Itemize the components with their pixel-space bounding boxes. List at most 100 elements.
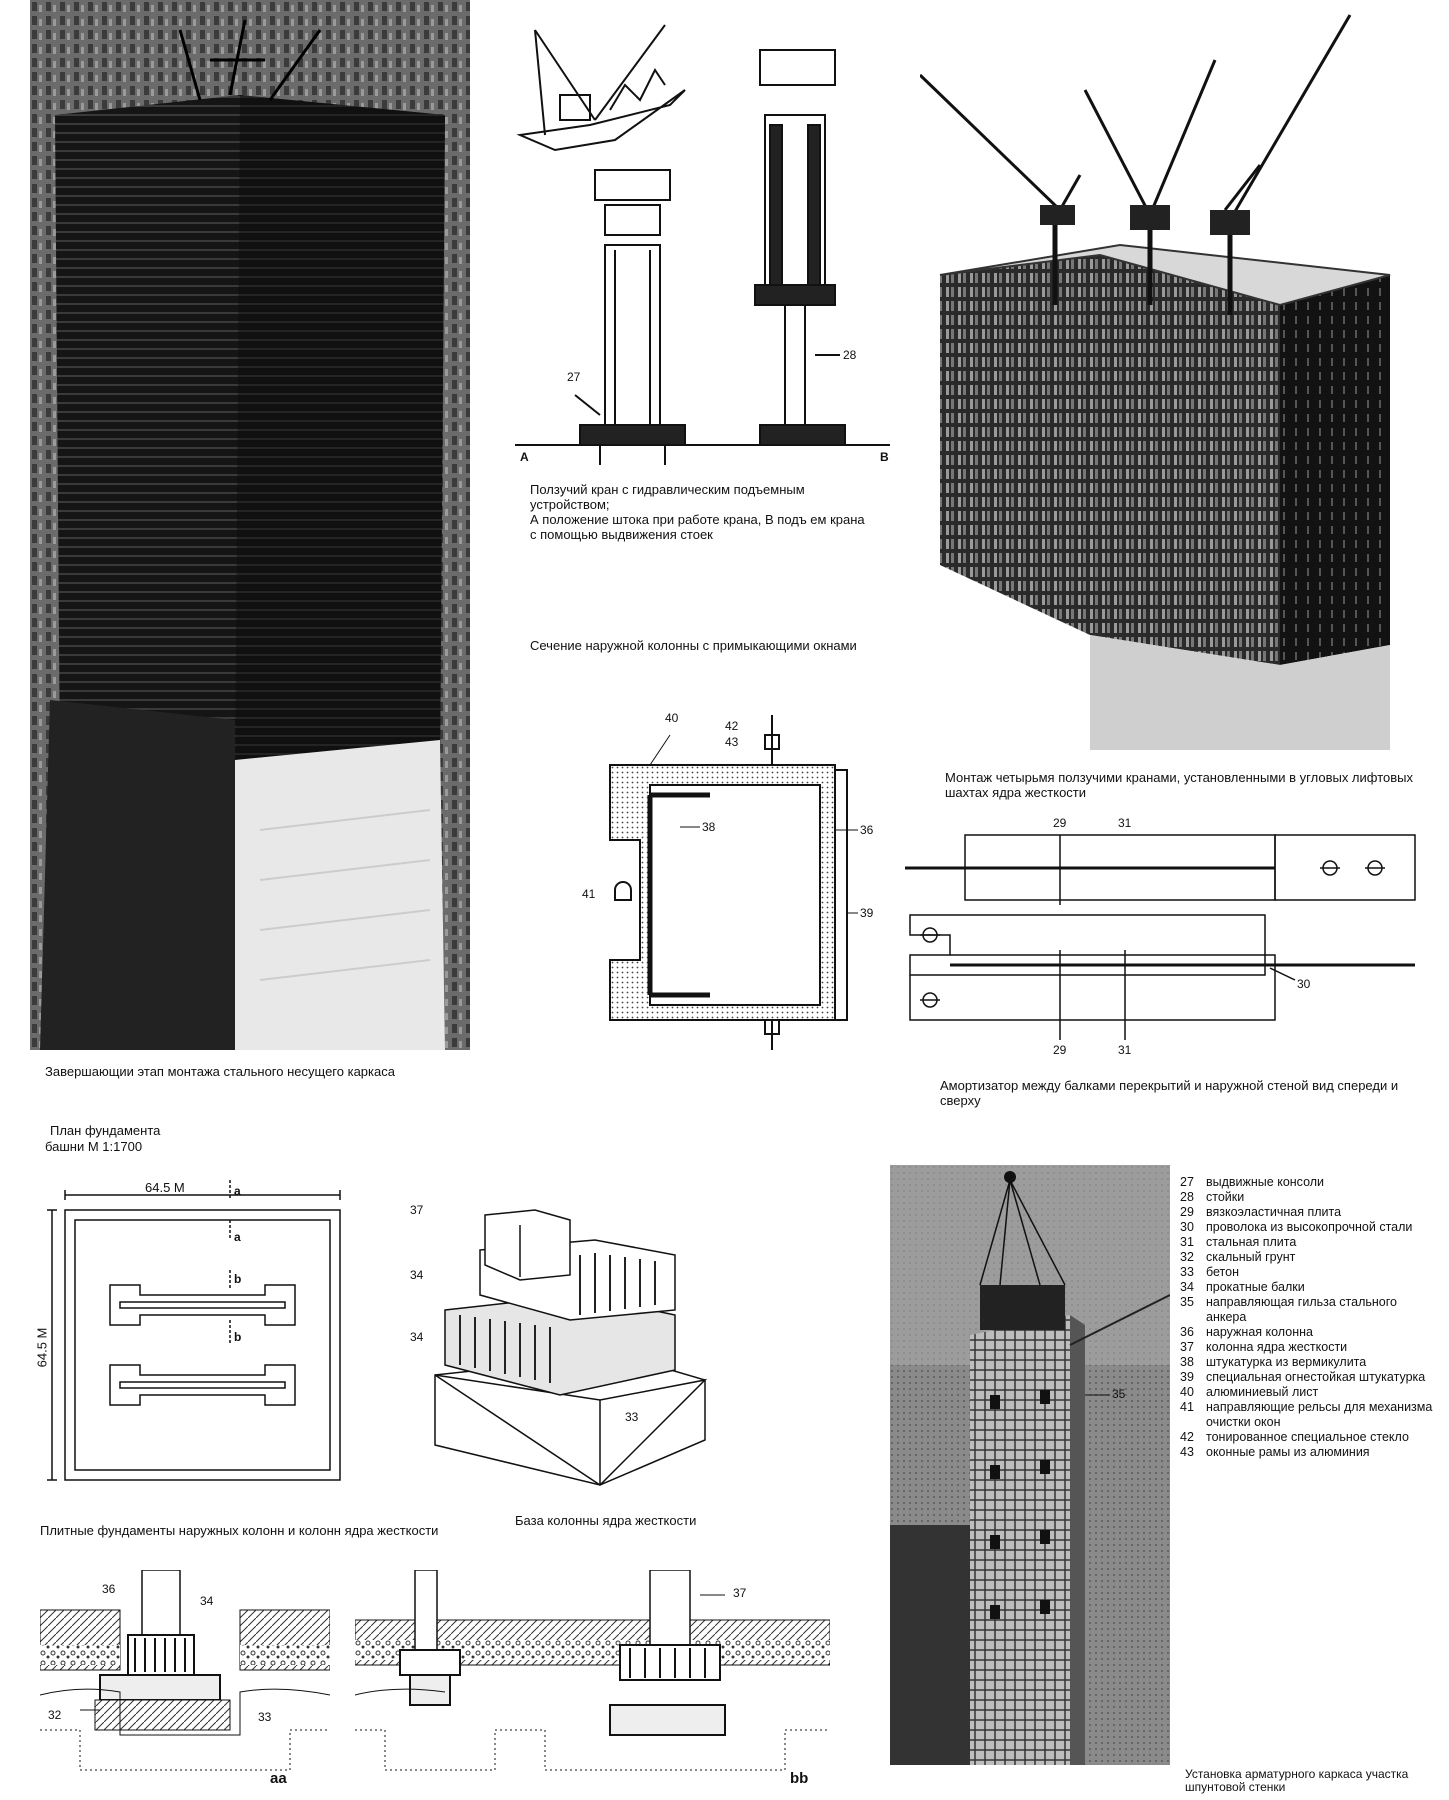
legend-number: 38 — [1180, 1355, 1194, 1369]
label-34-upper: 34 — [410, 1268, 424, 1282]
section-aa-drawing: 36 34 32 33 aa — [39, 1569, 331, 1795]
legend-number: 36 — [1180, 1325, 1194, 1339]
legend-number: 28 — [1180, 1190, 1194, 1204]
damper-caption: Амортизатор между балками перекрытий и н… — [940, 1078, 1399, 1108]
label-40: 40 — [665, 711, 679, 725]
section-aa-label: aa — [270, 1770, 287, 1787]
legend-text: направляющие рельсы для механизма очистк… — [1206, 1400, 1433, 1429]
label-39: 39 — [860, 906, 874, 920]
legend-text: штукатурка из вермикулита — [1206, 1355, 1367, 1369]
legend-item: 29 вязкоэластичная плита — [1180, 1205, 1440, 1220]
label-38: 38 — [702, 820, 716, 834]
tower-photo-caption: Завершающии этап монтажа стального несущ… — [45, 1064, 395, 1079]
legend-number: 42 — [1180, 1430, 1194, 1444]
legend-text: скальный грунт — [1206, 1250, 1296, 1264]
legend-item: 37 колонна ядра жесткости — [1180, 1340, 1440, 1355]
legend-item: 41 направляющие рельсы для механизма очис… — [1180, 1400, 1440, 1430]
label-29-top: 29 — [1053, 816, 1067, 830]
tower-photo — [30, 0, 470, 1050]
label-33-base: 33 — [625, 1410, 639, 1424]
rebar-cage-photo: 35 — [890, 1165, 1171, 1765]
foundation-plan-caption-2: башни М 1:1700 — [45, 1139, 143, 1154]
four-cranes-caption: Монтаж четырьмя ползучими кранами, устан… — [945, 770, 1413, 800]
legend-number: 33 — [1180, 1265, 1194, 1279]
section-bb-drawing: 37 bb — [354, 1569, 831, 1795]
legend-text: колонна ядра жесткости — [1206, 1340, 1348, 1354]
slab-foundations-caption: Плитные фундаменты наружных колонн и кол… — [40, 1523, 439, 1538]
legend-item: 32 скальный грунт — [1180, 1250, 1440, 1265]
legend-text: выдвижные консоли — [1206, 1175, 1325, 1189]
damper-drawing: 29 31 30 29 31 — [905, 810, 1425, 1070]
legend-item: 28 стойки — [1180, 1190, 1440, 1205]
legend-text: оконные рамы из алюминия — [1206, 1445, 1370, 1459]
legend-item: 43 оконные рамы из алюминия — [1180, 1445, 1440, 1460]
core-base-caption: База колонны ядра жесткости — [515, 1513, 697, 1528]
core-base-drawing: 37 34 34 33 — [410, 1195, 720, 1495]
label-37-bb: 37 — [733, 1586, 747, 1600]
legend-text: наружная колонна — [1206, 1325, 1313, 1339]
legend-item: 39 специальная огнестойкая штукатурка — [1180, 1370, 1440, 1385]
legend-text: направляющая гильза стального анкера — [1206, 1295, 1397, 1324]
label-31-bottom: 31 — [1118, 1043, 1132, 1057]
legend-text: прокатные балки — [1206, 1280, 1305, 1294]
label-31-top: 31 — [1118, 816, 1132, 830]
label-43: 43 — [725, 735, 739, 749]
label-32-aa: 32 — [48, 1708, 62, 1722]
legend-number: 32 — [1180, 1250, 1194, 1264]
legend-text: проволока из высокопрочной стали — [1206, 1220, 1413, 1234]
legend-number: 40 — [1180, 1385, 1194, 1399]
legend-text: алюминиевый лист — [1206, 1385, 1319, 1399]
label-36-aa: 36 — [102, 1582, 116, 1596]
label-28: 28 — [843, 348, 857, 362]
legend-text: вязкоэластичная плита — [1206, 1205, 1342, 1219]
legend-number: 43 — [1180, 1445, 1194, 1459]
legend-number: 41 — [1180, 1400, 1194, 1414]
legend-number: 39 — [1180, 1370, 1194, 1384]
legend-text: тонированное специальное стекло — [1206, 1430, 1409, 1444]
label-36: 36 — [860, 823, 874, 837]
label-35: 35 — [1112, 1387, 1126, 1401]
legend-item: 35 направляющая гильза стального анкера — [1180, 1295, 1440, 1325]
legend-number: 29 — [1180, 1205, 1194, 1219]
legend-number: 30 — [1180, 1220, 1194, 1234]
legend-text: специальная огнестойкая штукатурка — [1206, 1370, 1426, 1384]
crane-caption-1: Ползучий кран с гидравлическим подъемным… — [530, 482, 805, 512]
crane-caption-2: А положение штока при работе крана, В по… — [530, 512, 865, 542]
section-a-top: a — [234, 1184, 241, 1198]
section-b-bottom: b — [234, 1330, 242, 1344]
section-a-bottom: a — [234, 1230, 241, 1244]
legend-item: 38 штукатурка из вермикулита — [1180, 1355, 1440, 1370]
legend-item: 30 проволока из высокопрочной стали — [1180, 1220, 1440, 1235]
label-30: 30 — [1297, 977, 1311, 991]
label-A: А — [520, 450, 529, 464]
label-42: 42 — [725, 719, 739, 733]
dim-width: 64.5 M — [145, 1180, 185, 1195]
label-29-bottom: 29 — [1053, 1043, 1067, 1057]
legend-item: 40 алюминиевый лист — [1180, 1385, 1440, 1400]
label-34-aa: 34 — [200, 1594, 214, 1608]
dim-height: 64.5 M — [34, 1327, 50, 1368]
legend-item: 33 бетон — [1180, 1265, 1440, 1280]
section-bb-label: bb — [790, 1770, 809, 1787]
column-section-drawing: 40 42 43 38 36 41 39 — [582, 711, 890, 1050]
legend-item: 36 наружная колонна — [1180, 1325, 1440, 1340]
column-section-caption: Сечение наружной колонны с примыкающими … — [530, 638, 857, 653]
label-41: 41 — [582, 887, 596, 901]
climbing-crane-drawing: 27 28 А В — [515, 10, 895, 470]
label-33-aa: 33 — [258, 1710, 272, 1724]
legend-number: 31 — [1180, 1235, 1194, 1249]
label-37-base: 37 — [410, 1203, 424, 1217]
legend-text: бетон — [1206, 1265, 1239, 1279]
label-B: В — [880, 450, 889, 464]
legend-text: стальная плита — [1206, 1235, 1297, 1249]
foundation-plan-caption-1: План фундамента — [50, 1123, 161, 1138]
legend-item: 31 стальная плита — [1180, 1235, 1440, 1250]
legend-number: 35 — [1180, 1295, 1194, 1309]
section-b-top: b — [234, 1272, 242, 1286]
legend-item: 42 тонированное специальное стекло — [1180, 1430, 1440, 1445]
legend-number: 37 — [1180, 1340, 1194, 1354]
legend-text: стойки — [1206, 1190, 1245, 1204]
